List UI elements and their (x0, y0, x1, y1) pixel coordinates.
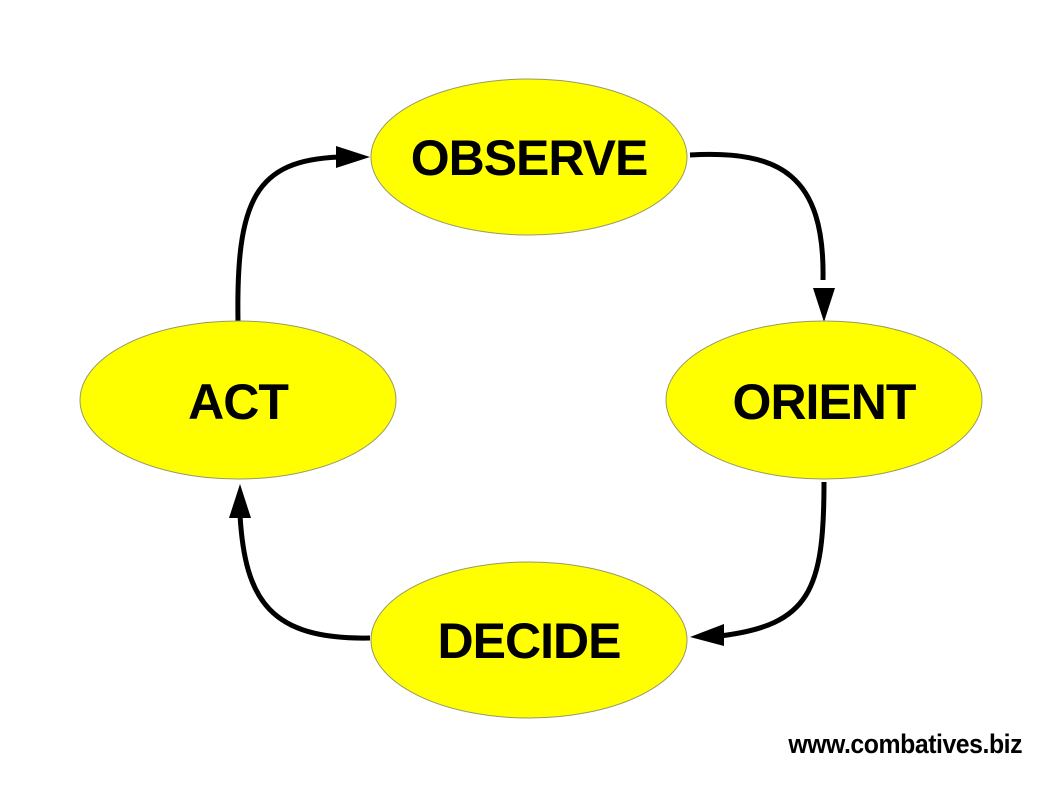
footer-url: www.combatives.biz (788, 729, 1022, 759)
arrowhead-decide (690, 624, 724, 646)
node-observe: OBSERVE (370, 78, 688, 236)
arrowhead-orient (813, 288, 835, 322)
arrow-decide-to-act (237, 514, 371, 641)
node-observe-label: OBSERVE (411, 130, 648, 186)
node-decide-label: DECIDE (438, 613, 621, 669)
node-orient-label: ORIENT (733, 374, 916, 430)
arrows (229, 146, 835, 646)
arrow-act-to-observe (235, 154, 341, 323)
arrowhead-observe (336, 146, 370, 168)
node-act: ACT (79, 320, 397, 480)
arrowhead-act (229, 484, 251, 518)
node-act-label: ACT (188, 374, 288, 430)
arrow-orient-to-decide (719, 481, 827, 639)
node-decide: DECIDE (370, 561, 688, 719)
node-orient: ORIENT (665, 320, 983, 480)
arrow-observe-to-orient (689, 151, 826, 281)
